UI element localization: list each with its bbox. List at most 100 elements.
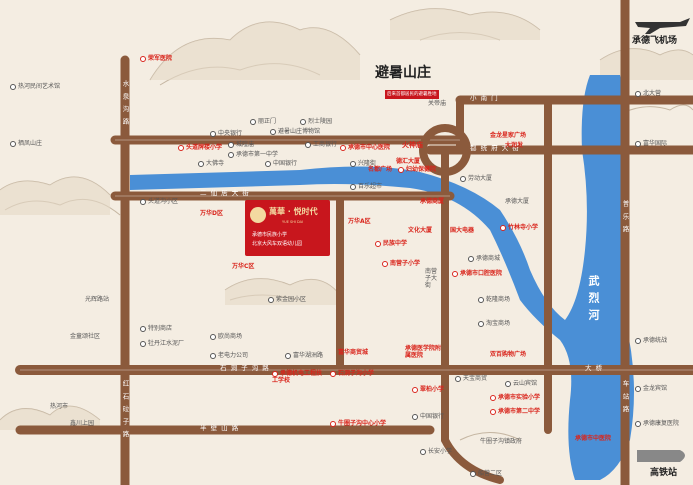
poi-red: 竹林寺小学 bbox=[500, 224, 538, 231]
poi-red: 火神庙 bbox=[402, 141, 423, 149]
logo-sub: YUE SHI DAI bbox=[282, 220, 304, 224]
poi: 船营二区 bbox=[470, 470, 502, 477]
poi: 金童颂社区 bbox=[70, 333, 101, 340]
poi-red: 翠柏小学 bbox=[412, 386, 444, 393]
airplane-icon bbox=[635, 18, 690, 34]
poi: 欧尚商场 bbox=[210, 333, 242, 340]
poi-red: 头道牌楼小学 bbox=[178, 144, 222, 151]
poi: 牡丹江水泥厂 bbox=[140, 340, 184, 347]
road-label: 红 石 砬 子 路 bbox=[121, 380, 129, 439]
mountain-fill bbox=[0, 8, 693, 430]
poi: 丽正门 bbox=[250, 118, 276, 125]
poi: 云山宾馆 bbox=[505, 380, 537, 387]
poi: 南营子大街 bbox=[425, 268, 438, 289]
poi: 紫金园小区 bbox=[268, 296, 306, 303]
poi-red: 文化大厦 bbox=[408, 227, 433, 234]
poi-red: 石洞子沟小学 bbox=[330, 370, 374, 377]
poi: 兴隆街 bbox=[350, 160, 376, 167]
road-label: 石 洞 子 沟 路 bbox=[220, 364, 270, 372]
poi: 百乐超市 bbox=[350, 183, 382, 190]
poi: 热河市 bbox=[50, 403, 69, 410]
poi-red: 承德市中医院 bbox=[575, 435, 612, 442]
poi: 光辉路站 bbox=[85, 296, 110, 303]
road-label: 大 桥 bbox=[585, 364, 604, 372]
poi: 富华湖洲路 bbox=[285, 352, 323, 359]
poi: 烈士陵园 bbox=[300, 118, 332, 125]
hsr-label: 高铁站 bbox=[650, 468, 678, 478]
poi-red: 承德机电工程技工学校 bbox=[272, 370, 323, 384]
poi: 鑫川上园 bbox=[70, 420, 95, 427]
bishu-sub: 后来首都居民的避暑胜地 bbox=[385, 90, 439, 99]
project-school2: 北京大风车双语幼儿园 bbox=[252, 241, 303, 247]
poi: 承德商城 bbox=[468, 255, 500, 262]
project-box bbox=[245, 200, 330, 256]
poi-red: 妇幼保健院 bbox=[398, 166, 436, 173]
poi: 承德市第一中学 bbox=[228, 151, 278, 158]
poi: 长安小学 bbox=[420, 448, 452, 455]
road-label: 半 壁 山 路 bbox=[200, 424, 240, 432]
poi: 天宝商贸 bbox=[455, 375, 487, 382]
poi-red: 富华商贸城 bbox=[338, 349, 369, 356]
poi-red: 荣军医院 bbox=[140, 55, 172, 62]
poi: 承德大厦 bbox=[505, 198, 530, 205]
poi: 富华国际 bbox=[635, 140, 667, 147]
poi: 中央银行 bbox=[210, 130, 242, 137]
poi: 头道沟小区 bbox=[140, 198, 178, 205]
project-logo-mark bbox=[250, 207, 266, 223]
poi: 牛圈子沟镇政府 bbox=[480, 438, 523, 445]
poi-red: 大润发 bbox=[505, 142, 524, 149]
project-school1: 承德市民族小学 bbox=[252, 232, 288, 238]
road-label: 水 泉 沟 路 bbox=[121, 80, 129, 127]
poi-red: 德汇大厦 bbox=[396, 158, 421, 165]
train-icon bbox=[637, 450, 685, 462]
poi-red: 国大电器 bbox=[450, 227, 475, 234]
road-label: 小 南 门 bbox=[470, 94, 499, 102]
poi: 中国银行 bbox=[265, 160, 297, 167]
river-label: 武烈河 bbox=[587, 275, 600, 326]
poi-red: 承德商厦 bbox=[420, 198, 445, 205]
wulie-river bbox=[130, 75, 634, 480]
poi-red: 南营子小学 bbox=[382, 260, 420, 267]
poi: 热河民间艺术馆 bbox=[10, 83, 60, 90]
road-label: 车 站 路 bbox=[621, 380, 629, 414]
poi: 劳动大厦 bbox=[460, 175, 492, 182]
poi: 承德统战 bbox=[635, 337, 667, 344]
poi-red: 承德市口腔医院 bbox=[452, 270, 502, 277]
poi-red: 牛圈子沟中心小学 bbox=[330, 420, 386, 427]
poi: 避暑山庄博物馆 bbox=[270, 128, 320, 135]
bishu-title: 避暑山庄 bbox=[375, 65, 431, 81]
road-label: 二 仙 居 大 街 bbox=[200, 189, 250, 197]
poi: 北大营 bbox=[635, 90, 661, 97]
poi-red: 承德医学院附属医院 bbox=[405, 345, 442, 359]
road-highlights bbox=[20, 139, 693, 371]
poi-red: 万华C区 bbox=[232, 263, 255, 270]
poi: 淘宝商场 bbox=[478, 320, 510, 327]
poi-red: 承德市第二中学 bbox=[490, 408, 540, 415]
road-label: 普 乐 路 bbox=[621, 200, 629, 234]
poi-red: 双百购物广场 bbox=[490, 351, 527, 358]
poi-red: 承德市实验小学 bbox=[490, 394, 540, 401]
poi-red: 万华A区 bbox=[348, 218, 371, 225]
poi: 关帝庙 bbox=[428, 100, 447, 107]
poi: 老电力公司 bbox=[210, 352, 248, 359]
poi-red: 万华D区 bbox=[200, 210, 223, 217]
poi: 特别商店 bbox=[140, 325, 172, 332]
poi: 承德康复医院 bbox=[635, 420, 679, 427]
poi: 大佛寺 bbox=[198, 160, 224, 167]
poi: 金龙宾馆 bbox=[635, 385, 667, 392]
logo-brand: 萬華 · 悦时代 bbox=[269, 207, 318, 216]
poi: 工商银行 bbox=[305, 141, 337, 148]
poi-red: 承德市中心医院 bbox=[340, 144, 390, 151]
poi: 乾隆商场 bbox=[478, 296, 510, 303]
poi-red: 民族中学 bbox=[375, 240, 407, 247]
poi-red: 金龙星家广场 bbox=[490, 132, 527, 139]
airport-label: 承德飞机场 bbox=[632, 36, 678, 46]
poi: 城隍庙 bbox=[228, 141, 254, 148]
poi-red: 名都广场 bbox=[368, 166, 393, 173]
poi: 栖凤山庄 bbox=[10, 140, 42, 147]
roundabout bbox=[419, 124, 471, 176]
roads bbox=[15, 0, 693, 485]
poi: 中国银行 bbox=[412, 413, 444, 420]
road-label: 都 统 府 大 街 bbox=[470, 144, 520, 152]
